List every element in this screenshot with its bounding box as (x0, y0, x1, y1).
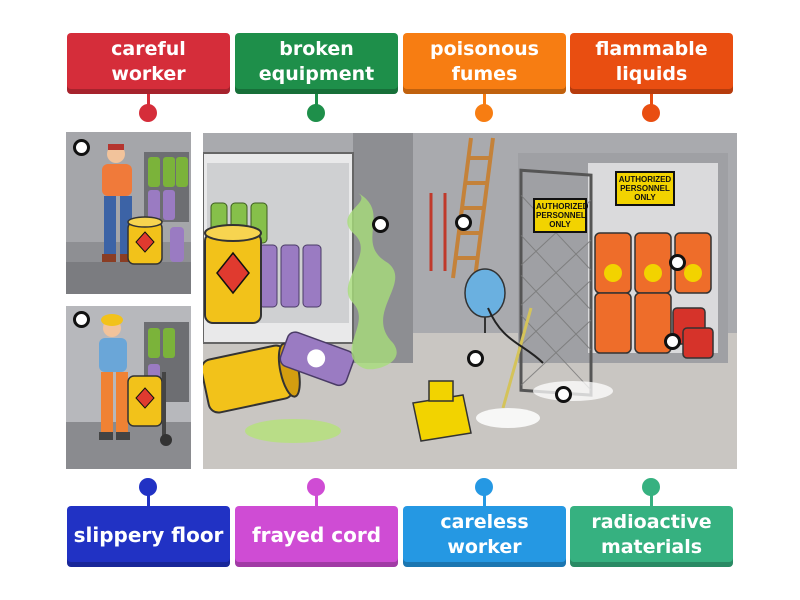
label-tile-careful-worker[interactable]: careful worker (67, 33, 230, 94)
tile-pin-head (307, 104, 325, 122)
drop-target-hotspot[interactable] (372, 216, 389, 233)
label-tile-frayed-cord[interactable]: frayed cord (235, 506, 398, 567)
tile-pin-head (475, 478, 493, 496)
label-tile-careless-worker[interactable]: careless worker (403, 506, 566, 567)
drop-target-hotspot[interactable] (73, 139, 90, 156)
tile-pin (650, 94, 653, 112)
tile-pin (483, 488, 486, 506)
tile-text: radioactive materials (591, 511, 712, 558)
tile-text: flammable liquids (595, 38, 708, 85)
tile-pin-head (139, 478, 157, 496)
tile-text: frayed cord (251, 522, 382, 547)
drop-target-hotspot[interactable] (73, 311, 90, 328)
label-tile-broken-equipment[interactable]: broken equipment (235, 33, 398, 94)
left-panel-illustration (66, 132, 191, 469)
tile-pin (315, 94, 318, 112)
drop-target-hotspot[interactable] (455, 214, 472, 231)
drop-target-hotspot[interactable] (669, 254, 686, 271)
label-tile-flammable-liquids[interactable]: flammable liquids (570, 33, 733, 94)
tile-text: poisonous fumes (430, 38, 539, 85)
drop-target-hotspot[interactable] (555, 386, 572, 403)
tile-pin (315, 488, 318, 506)
tile-pin-head (642, 478, 660, 496)
tile-pin (147, 488, 150, 506)
sign-text: AUTHORIZED PERSONNEL ONLY (536, 202, 589, 229)
scene-left-panel (66, 132, 191, 469)
label-tile-poisonous-fumes[interactable]: poisonous fumes (403, 33, 566, 94)
authorized-sign: AUTHORIZED PERSONNEL ONLY (615, 171, 675, 206)
tile-text: broken equipment (258, 38, 375, 85)
drop-target-hotspot[interactable] (467, 350, 484, 367)
tile-pin (650, 488, 653, 506)
label-tile-slippery-floor[interactable]: slippery floor (67, 506, 230, 567)
tile-pin-head (307, 478, 325, 496)
tile-pin (147, 94, 150, 112)
tile-text: careful worker (111, 38, 186, 85)
tile-pin-head (642, 104, 660, 122)
tile-pin-head (475, 104, 493, 122)
tile-text: careless worker (440, 511, 529, 558)
authorized-sign: AUTHORIZED PERSONNEL ONLY (533, 198, 589, 233)
tile-pin-head (139, 104, 157, 122)
tile-text: slippery floor (73, 522, 224, 547)
drop-target-hotspot[interactable] (664, 333, 681, 350)
tile-pin (483, 94, 486, 112)
label-tile-radioactive-materials[interactable]: radioactive materials (570, 506, 733, 567)
sign-text: AUTHORIZED PERSONNEL ONLY (618, 175, 672, 202)
scene-main-panel: AUTHORIZED PERSONNEL ONLY AUTHORIZED PER… (203, 133, 737, 469)
